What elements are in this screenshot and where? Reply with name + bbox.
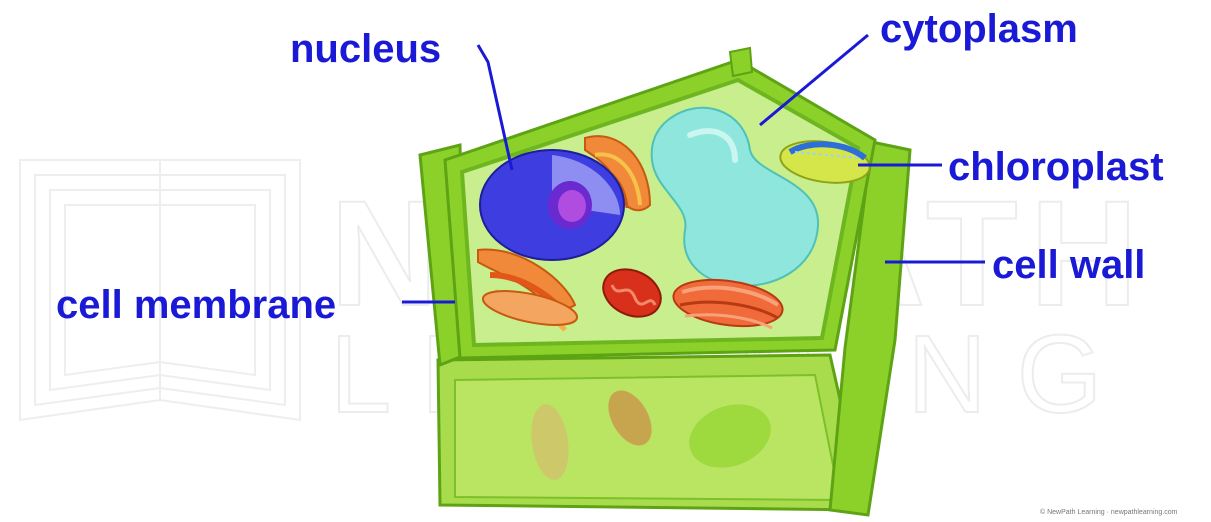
cell-wall-top-tab xyxy=(730,48,752,76)
nucleus-organelle xyxy=(480,150,624,260)
cell-membrane-label: cell membrane xyxy=(56,283,336,327)
cytoplasm-label: cytoplasm xyxy=(880,7,1078,51)
cell-wall-label: cell wall xyxy=(992,243,1145,287)
copyright-credit: © NewPath Learning · newpathlearning.com xyxy=(1040,508,1178,516)
chloroplast-label: chloroplast xyxy=(948,145,1164,189)
nucleus-label: nucleus xyxy=(290,27,441,71)
lower-cell xyxy=(438,355,865,510)
